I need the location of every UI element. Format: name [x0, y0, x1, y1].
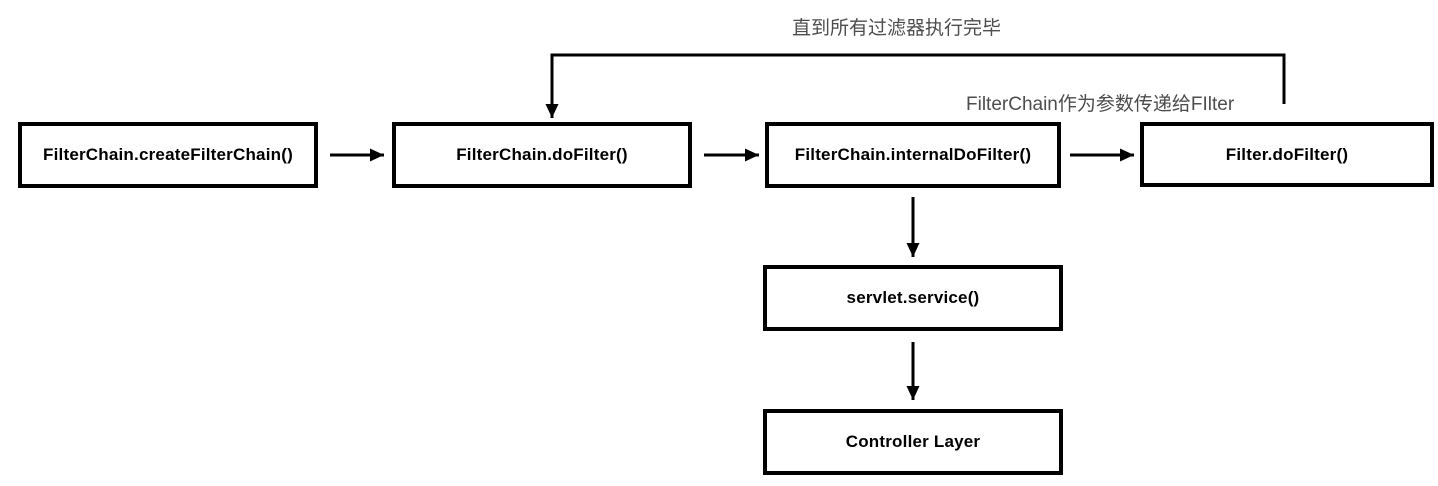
param-note-label: FilterChain作为参数传递给FIlter [966, 94, 1235, 115]
node-servlet-service: servlet.service() [763, 265, 1063, 331]
node-filterchain-internaldofilter: FilterChain.internalDoFilter() [765, 122, 1061, 188]
node-label: FilterChain.createFilterChain() [43, 145, 293, 164]
node-controller-layer: Controller Layer [763, 409, 1063, 475]
node-filter-dofilter: Filter.doFilter() [1140, 122, 1434, 187]
node-label: Controller Layer [845, 432, 981, 451]
node-label: FilterChain.doFilter() [456, 145, 628, 164]
node-label: FilterChain.internalDoFilter() [794, 145, 1032, 164]
node-filterchain-createfilterchain: FilterChain.createFilterChain() [18, 122, 318, 188]
node-label: servlet.service() [846, 288, 980, 307]
edge-loop-filter-to-dofilter-arrow [545, 53, 1286, 118]
node-filterchain-dofilter: FilterChain.doFilter() [392, 122, 692, 188]
node-label: Filter.doFilter() [1225, 144, 1349, 164]
loop-note-label: 直到所有过滤器执行完毕 [792, 18, 1002, 39]
